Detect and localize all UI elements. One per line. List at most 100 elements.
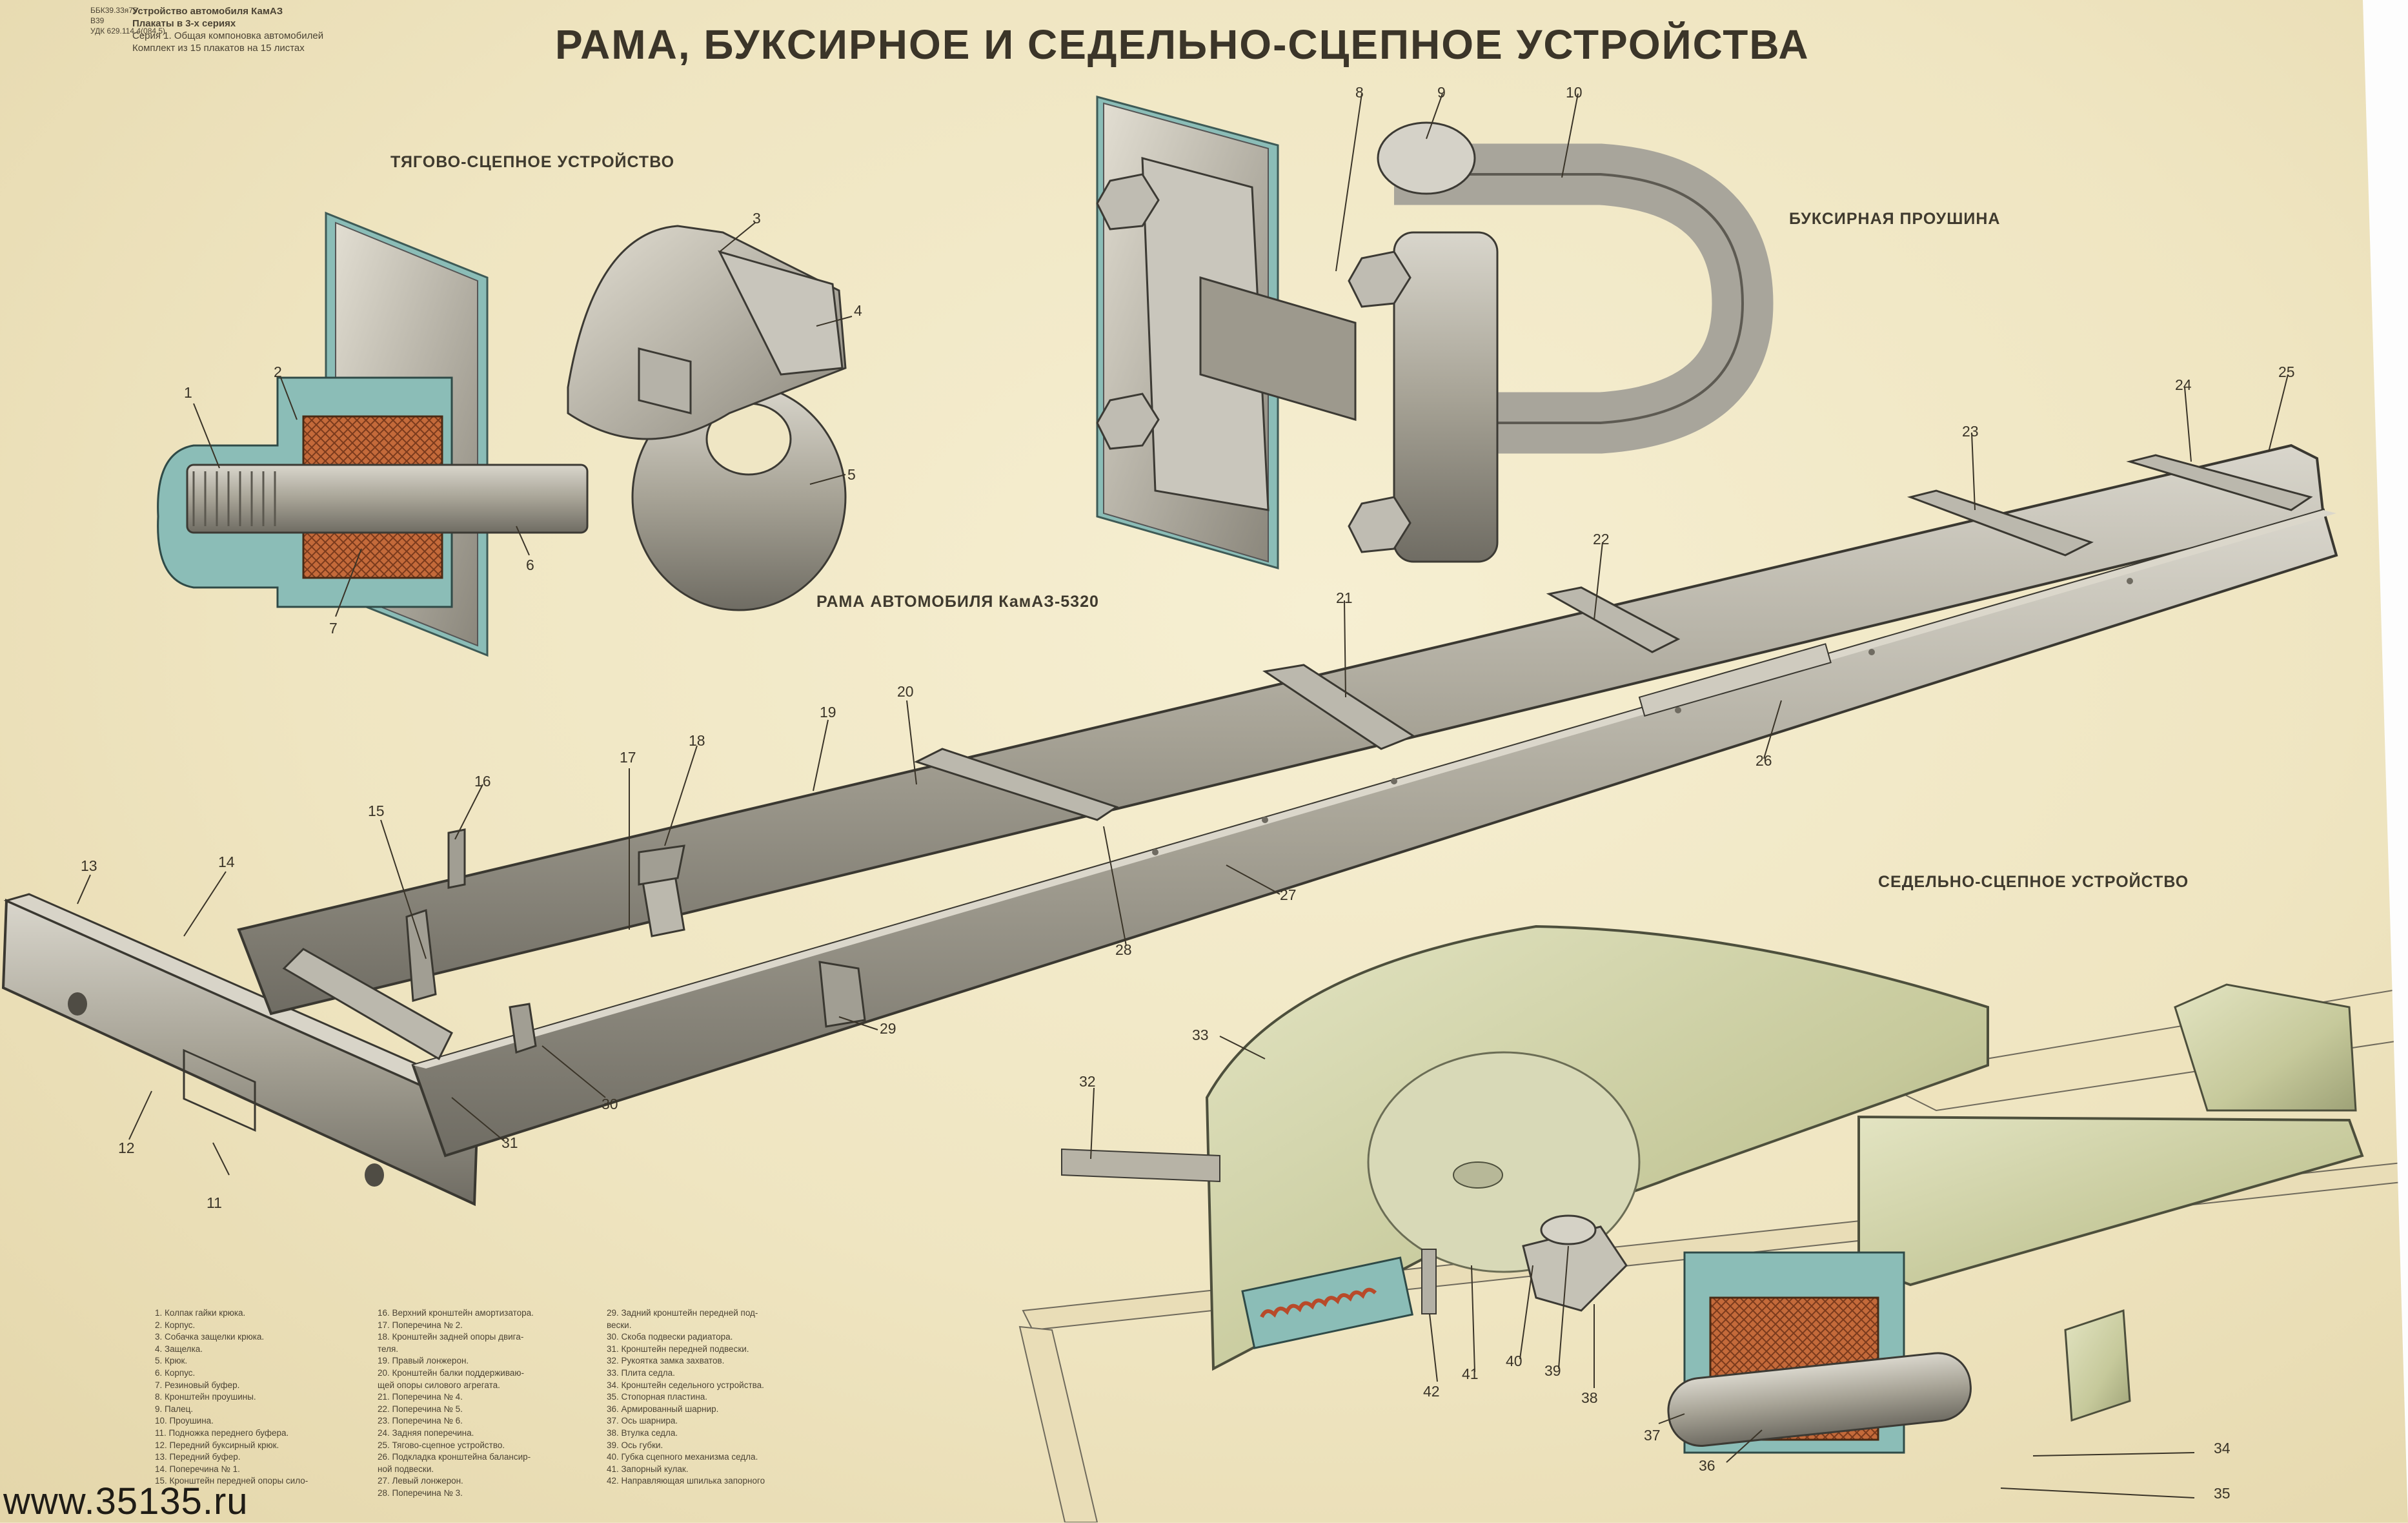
legend-item: 34. Кронштейн седельного устройства. [607, 1380, 764, 1390]
callout-number: 31 [501, 1134, 518, 1151]
legend-item: 11. Подножка переднего буфера. [155, 1427, 289, 1438]
website-watermark: www.35135.ru [3, 1480, 248, 1522]
callout-number: 33 [1192, 1027, 1209, 1043]
legend-item: 42. Направляющая шпилька запорного [607, 1476, 765, 1486]
legend-item: 40. Губка сцепного механизма седла. [607, 1452, 758, 1462]
catalog-code: УДК 629.114.4(084.5) [90, 26, 166, 36]
callout-number: 25 [2278, 363, 2295, 380]
section-label-fifth-wheel: СЕДЕЛЬНО-СЦЕПНОЕ УСТРОЙСТВО [1878, 873, 2189, 891]
section-label-coupling: ТЯГОВО-СЦЕПНОЕ УСТРОЙСТВО [390, 153, 675, 171]
legend-item: 2. Корпус. [155, 1320, 196, 1330]
legend-item: теля. [378, 1344, 399, 1354]
legend-item: 8. Кронштейн проушины. [155, 1392, 256, 1402]
callout-number: 11 [207, 1194, 222, 1211]
leader-lines [77, 93, 2289, 1498]
legend-item: 23. Поперечина № 6. [378, 1416, 463, 1426]
legend-item: 31. Кронштейн передней подвески. [607, 1344, 749, 1354]
legend-item: 39. Ось губки. [607, 1440, 663, 1450]
callout-number: 29 [880, 1020, 896, 1037]
legend-item: 3. Собачка защелки крюка. [155, 1332, 265, 1342]
callout-number: 5 [847, 466, 856, 483]
frame-drawing [1, 444, 2338, 1207]
series-line: Комплект из 15 плакатов на 15 листах [132, 43, 305, 54]
legend-column-2: 16. Верхний кронштейн амортизатора. 17. … [378, 1307, 591, 1500]
callout-number: 4 [854, 302, 862, 319]
callout-number: 20 [897, 683, 914, 700]
callout-number: 41 [1462, 1365, 1479, 1382]
callout-number: 17 [620, 749, 636, 766]
legend-item: 21. Поперечина № 4. [378, 1392, 463, 1402]
callout-number: 7 [329, 620, 338, 637]
legend-item: 6. Корпус. [155, 1367, 196, 1378]
legend-item: 1. Колпак гайки крюка. [155, 1308, 246, 1318]
callout-number: 13 [81, 857, 97, 874]
callout-number: 2 [274, 363, 282, 380]
callout-number: 24 [2175, 376, 2192, 393]
fifth-wheel-drawing [1018, 925, 2408, 1522]
series-line: Плакаты в 3-х сериях [132, 18, 236, 29]
callout-number: 18 [689, 732, 705, 749]
legend-item: 19. Правый лонжерон. [378, 1356, 469, 1366]
callout-number: 34 [2214, 1440, 2231, 1457]
callout-number: 14 [218, 853, 235, 870]
callout-number: 40 [1506, 1353, 1523, 1369]
tow-coupling-drawing [157, 211, 847, 657]
legend-item: 35. Стопорная пластина. [607, 1392, 708, 1402]
legend-column-1: 1. Колпак гайки крюка. 2. Корпус. 3. Соб… [155, 1307, 368, 1487]
callout-number: 21 [1336, 589, 1353, 606]
catalog-code: ББК39.33я75 [90, 6, 137, 15]
callout-number: 30 [602, 1096, 618, 1112]
legend-item: 28. Поперечина № 3. [378, 1487, 463, 1498]
callout-number: 23 [1962, 423, 1979, 440]
callout-number: 9 [1437, 84, 1446, 101]
legend-item: 10. Проушина. [155, 1416, 214, 1426]
callout-number: 12 [118, 1140, 135, 1156]
legend-item: 27. Левый лонжерон. [378, 1476, 463, 1486]
legend-item: 33. Плита седла. [607, 1367, 675, 1378]
legend-item: 4. Защелка. [155, 1344, 203, 1354]
legend-item: 32. Рукоятка замка захватов. [607, 1356, 725, 1366]
legend-item: 37. Ось шарнира. [607, 1416, 678, 1426]
callout-number: 1 [184, 384, 192, 401]
legend-item: 7. Резиновый буфер. [155, 1380, 240, 1390]
callout-number: 6 [526, 557, 534, 573]
callout-number: 26 [1755, 752, 1772, 769]
legend-item: 15. Кронштейн передней опоры сило- [155, 1476, 309, 1486]
callout-number: 38 [1581, 1389, 1598, 1406]
section-label-towing-eye: БУКСИРНАЯ ПРОУШИНА [1789, 210, 2001, 228]
callout-number: 15 [368, 802, 385, 819]
callout-number: 3 [753, 210, 761, 227]
poster-title: РАМА, БУКСИРНОЕ И СЕДЕЛЬНО-СЦЕПНОЕ УСТРО… [555, 21, 1810, 68]
callout-number: 36 [1699, 1457, 1715, 1474]
callout-number: 35 [2214, 1485, 2231, 1502]
poster-edge [2363, 0, 2408, 1522]
callout-number: 10 [1566, 84, 1583, 101]
legend-item: 26. Подкладка кронштейна балансир- [378, 1452, 531, 1462]
callout-number: 39 [1544, 1362, 1561, 1379]
legend-item: 14. Поперечина № 1. [155, 1464, 240, 1474]
callout-number: 16 [474, 773, 491, 790]
callout-number: 37 [1644, 1427, 1661, 1444]
legend-item: 29. Задний кронштейн передней под- [607, 1308, 758, 1318]
legend-item: 38. Втулка седла. [607, 1427, 678, 1438]
legend-item: 18. Кронштейн задней опоры двига- [378, 1332, 524, 1342]
legend-column-3: 29. Задний кронштейн передней под- вески… [607, 1307, 820, 1487]
towing-eye-drawing [1096, 96, 1774, 569]
legend-item: 25. Тягово-сцепное устройство. [378, 1440, 505, 1450]
callout-number: 8 [1355, 84, 1364, 101]
legend-item: вески. [607, 1320, 632, 1330]
legend-item: щей опоры силового агрегата. [378, 1380, 500, 1390]
legend-item: 41. Запорный кулак. [607, 1464, 689, 1474]
catalog-code: В39 [90, 16, 105, 25]
callout-number: 27 [1280, 886, 1297, 903]
callout-number: 22 [1593, 531, 1610, 547]
legend-item: 13. Передний буфер. [155, 1452, 241, 1462]
series-line: Устройство автомобиля КамАЗ [132, 6, 283, 17]
legend-item: 9. Палец. [155, 1404, 194, 1414]
legend-item: 20. Кронштейн балки поддерживаю- [378, 1367, 524, 1378]
series-info: Устройство автомобиля КамАЗ Плакаты в 3-… [132, 5, 323, 54]
legend-item: 22. Поперечина № 5. [378, 1404, 463, 1414]
legend-item: 12. Передний буксирный крюк. [155, 1440, 279, 1450]
section-label-frame: РАМА АВТОМОБИЛЯ КамАЗ-5320 [816, 593, 1099, 611]
